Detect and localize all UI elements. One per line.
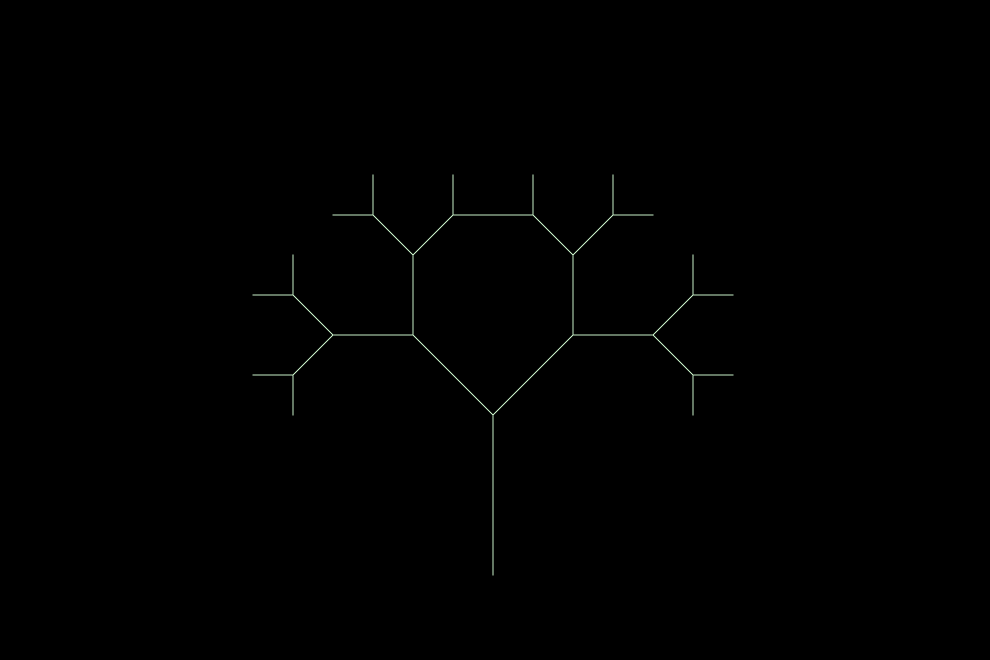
tree-branches (252, 174, 734, 576)
tree-branch (572, 214, 614, 256)
tree-branch (372, 214, 414, 256)
tree-branch (412, 214, 454, 256)
tree-branch (412, 334, 494, 416)
tree-branch (492, 334, 574, 416)
tree-branch (652, 334, 694, 376)
tree-branch (292, 294, 334, 336)
tree-branch (532, 214, 574, 256)
tree-branch (652, 294, 694, 336)
tree-branch (292, 334, 334, 376)
